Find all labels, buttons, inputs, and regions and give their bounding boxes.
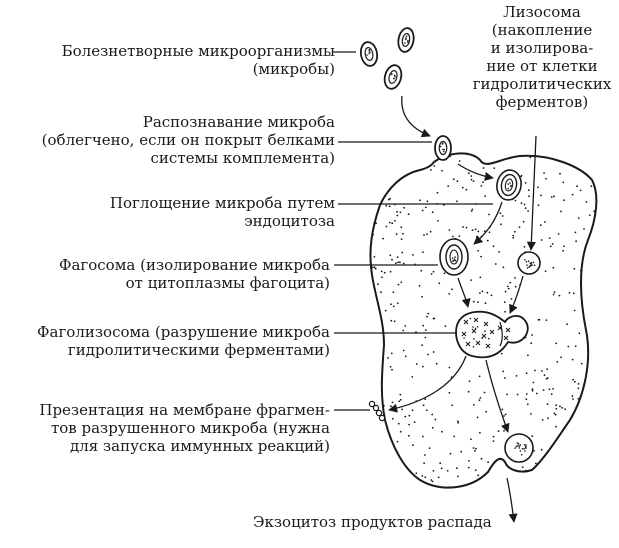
microbe-recognition (434, 135, 452, 161)
lysosome (517, 251, 541, 275)
arrow-to-phagosome (473, 201, 503, 245)
label-phagolysosome: Фаголизосома (разрушение микроба гидроли… (37, 323, 330, 359)
endocytosis-vesicle (496, 169, 522, 201)
microbe-2 (397, 27, 415, 53)
label-pathogens: Болезнетворные микроорганизмы (микробы) (61, 42, 335, 78)
label-phagosome: Фагосома (изолирование микроба от цитопл… (59, 256, 330, 292)
exocytosis-vesicle (504, 433, 534, 463)
arrow-to-endocytosis (457, 163, 494, 182)
label-exocytosis: Экзоцитоз продуктов распада (253, 513, 492, 531)
microbe-1 (359, 41, 379, 67)
label-presentation: Презентация на мембране фрагмен- тов раз… (39, 401, 330, 455)
arrow-to-exocytosis-vesicle (485, 359, 510, 433)
phagolysosome (455, 310, 529, 359)
microbe-3 (383, 64, 403, 90)
arrow-to-recognition (401, 95, 431, 138)
phagosome (439, 238, 469, 276)
label-endocytosis: Поглощение микроба путем эндоцитоза (109, 194, 335, 230)
arrow-phagosome-to-phagolysosome (457, 277, 471, 308)
arrow-lysosome-pointer (526, 135, 537, 251)
arrow-lysosome-to-phagolysosome (509, 275, 524, 314)
label-lysosome: Лизосома (накопление и изолирова- ние от… (472, 3, 612, 111)
arrow-exocytosis-out (506, 477, 518, 523)
arrow-to-presentation (388, 355, 467, 413)
label-recognition: Распознавание микроба (облегчено, если о… (41, 113, 335, 167)
presented-antigen-fragments (368, 400, 386, 422)
